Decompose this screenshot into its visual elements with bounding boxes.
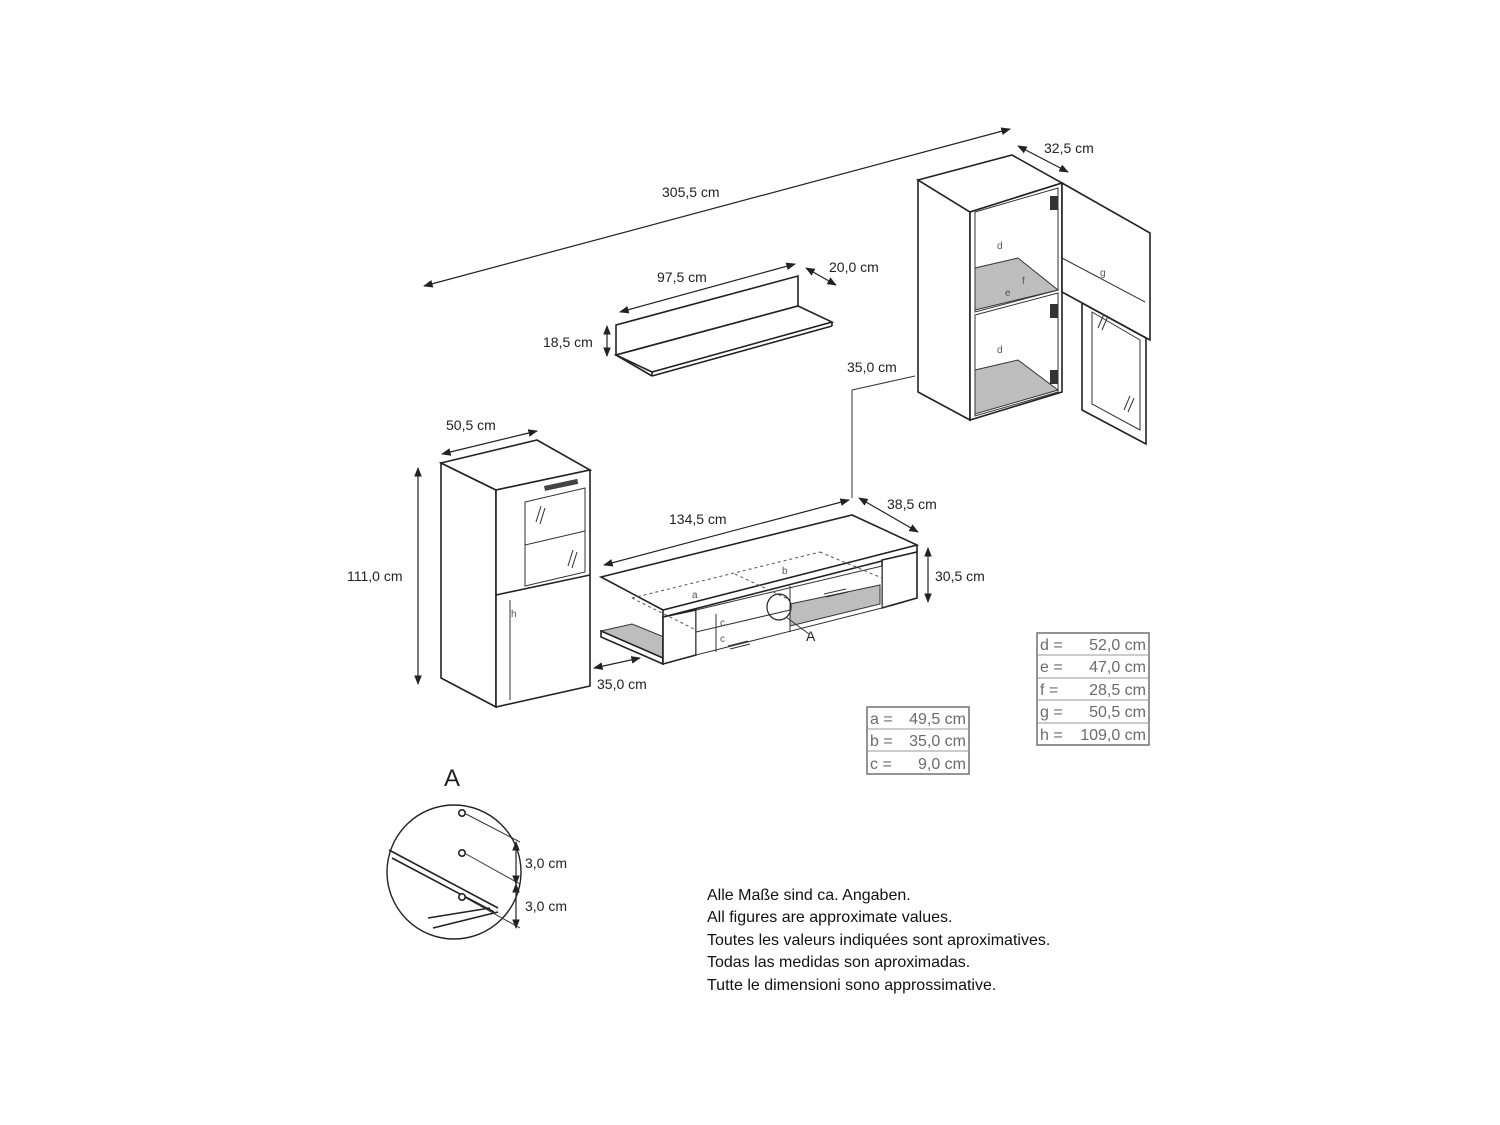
highboard-width-label: 50,5 cm — [446, 417, 496, 433]
wall-label-d-upper: d — [997, 241, 1003, 252]
highboard-gap-label: 35,0 cm — [597, 676, 647, 692]
legend-tv-key-a: a = — [870, 711, 893, 728]
legend-wall-key-g: g = — [1040, 704, 1063, 721]
legend-wall-value-e: 47,0 cm — [1089, 659, 1146, 676]
shelf-height-label: 18,5 cm — [543, 334, 593, 350]
legend-tv-key-b: b = — [870, 733, 893, 750]
legend-wall-value-d: 52,0 cm — [1089, 637, 1146, 654]
legend-tv-board: a = 49,5 cm b = 35,0 cm c = 9,0 cm — [866, 706, 970, 775]
legend-wall-value-h: 109,0 cm — [1080, 727, 1146, 744]
highboard-label-h: h — [511, 609, 517, 620]
wall-label-f: f — [1022, 276, 1025, 287]
tv-depth-label: 38,5 cm — [887, 496, 937, 512]
tv-board: A a b c c 134,5 cm 38,5 cm 30,5 cm — [598, 496, 985, 666]
detail-spacing-upper-label: 3,0 cm — [525, 855, 567, 871]
highboard-height-label: 111,0 cm — [347, 568, 403, 584]
shelf-width-label: 97,5 cm — [657, 269, 707, 285]
tv-label-b: b — [782, 566, 788, 577]
wall-label-g: g — [1100, 268, 1106, 279]
legend-wall-key-d: d = — [1040, 637, 1063, 654]
shelf-depth-label: 20,0 cm — [829, 259, 879, 275]
note-line-es: Todas las medidas son aproximadas. — [707, 954, 971, 972]
legend-wall-key-h: h = — [1040, 727, 1063, 744]
tv-height-label: 30,5 cm — [935, 568, 985, 584]
legend-wall-key-f: f = — [1040, 682, 1058, 699]
detail-a: A 3,0 cm 3,0 cm — [386, 765, 567, 940]
wall-label-d-lower: d — [997, 345, 1003, 356]
note-line-en: All figures are approximate values. — [707, 909, 953, 927]
tv-label-a: a — [692, 590, 698, 601]
tv-label-c-upper: c — [720, 618, 725, 629]
highboard: h 50,5 cm 111,0 cm 35,0 cm — [347, 417, 647, 709]
legend-wall-value-g: 50,5 cm — [1089, 704, 1146, 721]
legend-tv-value-c: 9,0 cm — [918, 756, 966, 773]
wall-shelf: 97,5 cm 20,0 cm 18,5 cm — [543, 259, 879, 377]
wall-cabinet-gap-label: 35,0 cm — [847, 359, 897, 375]
approximate-values-note: Alle Maße sind ca. Angaben. All figures … — [707, 885, 1050, 997]
wall-cabinet: d d e f g 32,5 cm 35,0 cm — [847, 140, 1151, 498]
wall-cabinet-depth-label: 32,5 cm — [1044, 140, 1094, 156]
tv-label-c-lower: c — [720, 634, 725, 645]
detail-spacing-lower-label: 3,0 cm — [525, 898, 567, 914]
note-line-fr: Toutes les valeurs indiquées sont aproxi… — [707, 931, 1051, 949]
legend-tv-key-c: c = — [870, 756, 892, 773]
total-width-label: 305,5 cm — [662, 184, 720, 200]
legend-wall-key-e: e = — [1040, 659, 1063, 676]
legend-tv-value-b: 35,0 cm — [909, 733, 966, 750]
wall-label-e: e — [1005, 288, 1011, 299]
total-width-dimension: 305,5 cm — [423, 127, 1011, 288]
detail-a-title: A — [444, 765, 460, 792]
note-line-it: Tutte le dimensioni sono approssimative. — [707, 976, 997, 994]
legend-wall-cabinet: d = 52,0 cm e = 47,0 cm f = 28,5 cm g = … — [1036, 632, 1150, 746]
tv-detail-marker: A — [806, 628, 816, 644]
tv-width-label: 134,5 cm — [669, 511, 727, 527]
legend-wall-value-f: 28,5 cm — [1089, 682, 1146, 699]
note-line-de: Alle Maße sind ca. Angaben. — [707, 887, 911, 904]
legend-tv-value-a: 49,5 cm — [909, 711, 966, 728]
